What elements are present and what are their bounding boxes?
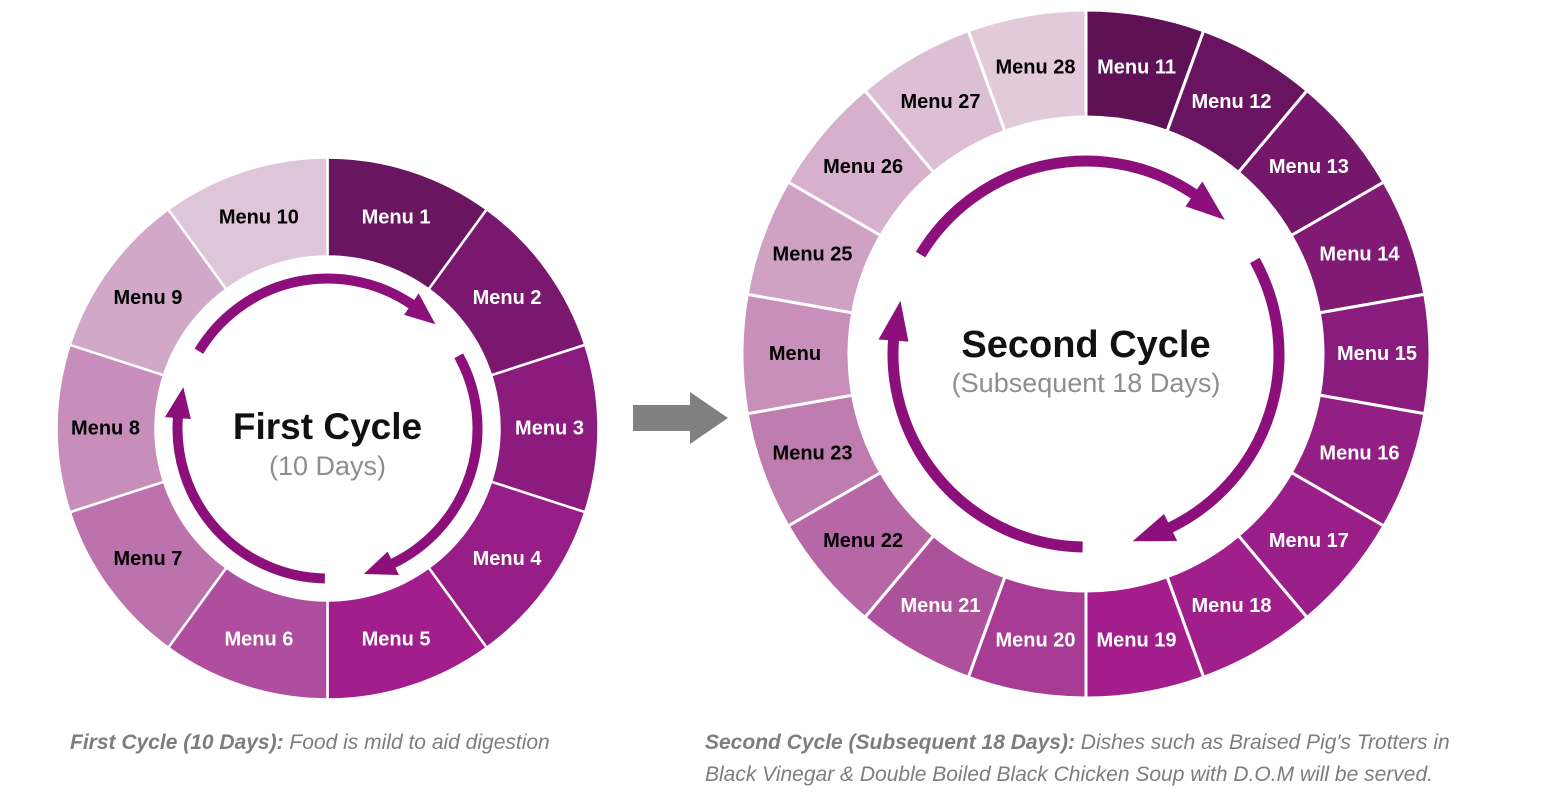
segment-label: Menu 8 <box>71 418 140 440</box>
segment-label: Menu 2 <box>473 287 542 309</box>
second-cycle-caption-text: Dishes such as Braised Pig's Trotters in… <box>705 731 1450 786</box>
segment-label: Menu 27 <box>900 91 980 113</box>
segment-label: Menu 26 <box>823 156 903 178</box>
second-cycle-rotation-arrows <box>878 155 1285 553</box>
segment-label: Menu 20 <box>995 630 1075 652</box>
segment-label: Menu 7 <box>113 548 182 570</box>
second-cycle-caption-lead: Second Cycle (Subsequent 18 Days): <box>705 731 1075 754</box>
segment-label: Menu 23 <box>773 443 853 465</box>
segment-label: Menu <box>769 343 821 365</box>
first-cycle-rotation-arrows <box>164 273 483 584</box>
segment-label: Menu 16 <box>1319 443 1399 465</box>
first-cycle-title: First Cycle <box>233 406 422 447</box>
segment-menu-10 <box>166 156 329 292</box>
first-cycle-caption-text: Food is mild to aid digestion <box>283 731 550 754</box>
segment-label: Menu 4 <box>473 548 543 570</box>
segment-label: Menu 1 <box>362 206 431 228</box>
cycle-arc <box>172 414 325 584</box>
segment-label: Menu 13 <box>1269 156 1349 178</box>
segment-label: Menu 17 <box>1269 530 1349 552</box>
flow-arrow-icon <box>633 392 728 444</box>
cycle-arc <box>194 273 417 354</box>
segment-label: Menu 18 <box>1191 595 1271 617</box>
second-cycle-segments: Menu 11 Menu 12 Menu 13 Menu 14 Menu 15 Menu … <box>740 8 1432 700</box>
cycle-arc <box>915 155 1200 258</box>
first-cycle-segments: Menu 1 Menu 2 Menu 3 Menu 4 Menu 5 Menu 6 Menu… <box>55 156 600 701</box>
cycle-arc <box>887 336 1083 553</box>
cycle-arc <box>1165 257 1285 534</box>
segment-label: Menu 9 <box>113 287 182 309</box>
cycle-arrowhead <box>164 387 191 419</box>
segment-label: Menu 19 <box>1097 630 1177 652</box>
segment-label: Menu 14 <box>1319 243 1400 265</box>
second-cycle-diagram: Menu 11 Menu 12 Menu 13 Menu 14 Menu 15 Menu … <box>740 8 1432 700</box>
segment-label: Menu 10 <box>219 206 299 228</box>
segment-label: Menu 25 <box>773 243 853 265</box>
cycle-arrowhead <box>1185 181 1225 220</box>
second-cycle-subtitle: (Subsequent 18 Days) <box>952 368 1221 398</box>
segment-label: Menu 5 <box>362 629 431 651</box>
first-cycle-caption: First Cycle (10 Days): Food is mild to a… <box>70 727 660 759</box>
segment-label: Menu 3 <box>515 418 584 440</box>
cycle-arrowhead <box>878 300 909 342</box>
segment-label: Menu 12 <box>1191 91 1271 113</box>
segment-label: Menu 15 <box>1337 343 1417 365</box>
cycle-arrowhead <box>363 551 399 576</box>
first-cycle-subtitle: (10 Days) <box>269 451 386 481</box>
cycle-arrowhead <box>404 293 436 325</box>
segment-label: Menu 28 <box>995 56 1075 78</box>
segment-label: Menu 21 <box>900 595 980 617</box>
segment-menu-28 <box>966 8 1088 134</box>
flow-arrow-shape <box>633 392 728 444</box>
cycle-arrowhead <box>1132 513 1178 542</box>
segment-label: Menu 11 <box>1097 56 1176 78</box>
cycle-arc <box>388 353 483 569</box>
second-cycle-title: Second Cycle <box>961 324 1210 366</box>
first-cycle-caption-lead: First Cycle (10 Days): <box>70 731 284 754</box>
segment-label: Menu 22 <box>823 530 903 552</box>
segment-label: Menu 6 <box>224 629 293 651</box>
second-cycle-caption: Second Cycle (Subsequent 18 Days): Dishe… <box>705 727 1505 791</box>
first-cycle-diagram: Menu 1 Menu 2 Menu 3 Menu 4 Menu 5 Menu 6 Menu… <box>55 156 600 701</box>
